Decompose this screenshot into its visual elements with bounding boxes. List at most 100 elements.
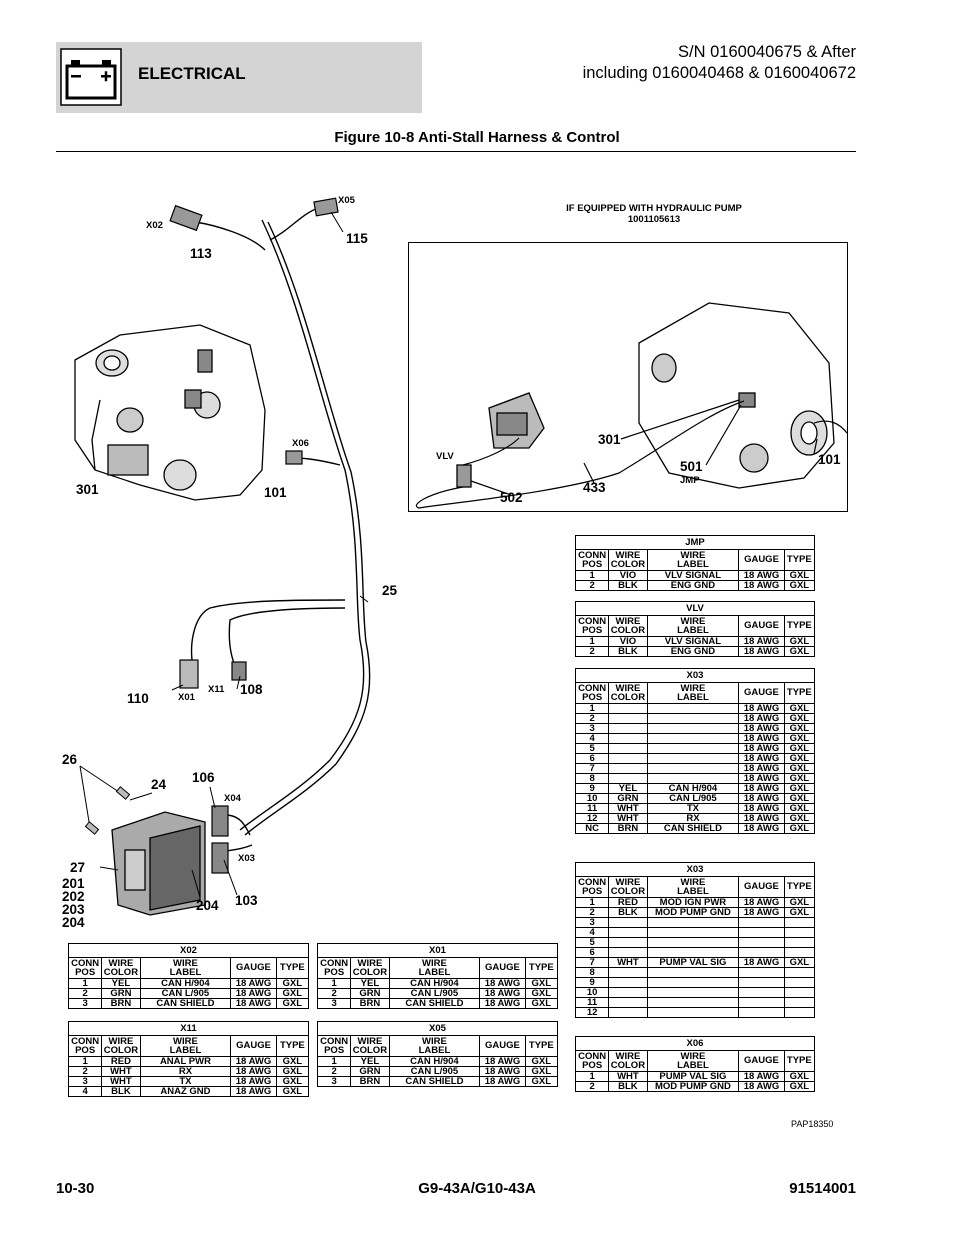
conn-pos-header-line: POS	[324, 1045, 345, 1056]
callout-103: 103	[235, 893, 258, 908]
wire-label-cell: ENG GND	[646, 646, 740, 657]
wire-label-cell	[646, 723, 740, 734]
gauge-cell: 18 AWG	[738, 703, 785, 714]
conn-pos-header-line: CONN	[578, 549, 607, 561]
type-cell: GXL	[275, 1086, 310, 1097]
wire-table-title: X11	[68, 1021, 309, 1036]
gauge-cell: 18 AWG	[230, 988, 277, 999]
wire-table-title: X01	[317, 943, 558, 958]
wire-label-cell	[646, 987, 740, 998]
gauge-cell: 18 AWG	[230, 1066, 277, 1077]
gauge-header: GAUGE	[230, 1035, 277, 1057]
type-cell	[783, 917, 816, 928]
conn-pos-cell: 1	[316, 1056, 352, 1067]
type-cell: GXL	[783, 753, 816, 764]
wire-label-cell: PUMP VAL SIG	[646, 957, 740, 968]
type-cell: GXL	[783, 803, 816, 814]
callout-24: 24	[151, 777, 167, 792]
type-cell	[783, 987, 816, 998]
wire-label-header-line: WIRE	[680, 682, 706, 694]
conn-pos-header-line: POS	[75, 1045, 96, 1056]
callout-202: 202	[62, 889, 85, 904]
gauge-header: GAUGE	[738, 1050, 785, 1072]
wire-color-cell: GRN	[350, 988, 390, 999]
page-number: 10-30	[56, 1180, 95, 1197]
callout-106: 106	[192, 770, 215, 785]
wire-label-header-line: WIRE	[422, 957, 447, 969]
type-cell: GXL	[275, 1076, 310, 1087]
wire-label-header-line: LABEL	[677, 1060, 709, 1071]
type-header-line: TYPE	[528, 962, 554, 974]
wire-color-header-line: COLOR	[610, 625, 646, 636]
gauge-cell: 18 AWG	[738, 570, 785, 581]
type-header-line: TYPE	[786, 881, 812, 893]
wire-label-cell: ANAL PWR	[139, 1056, 232, 1067]
gauge-header-line: GAUGE	[744, 881, 779, 893]
type-cell: GXL	[524, 1076, 559, 1087]
conn-pos-cell: 3	[67, 998, 103, 1009]
conn-pos-header-line: POS	[75, 967, 96, 978]
wire-color-cell: BRN	[350, 998, 390, 1009]
figure-title: Figure 10-8 Anti-Stall Harness & Control	[334, 129, 620, 146]
table-row: 6	[574, 947, 816, 958]
callout-204-left: 204	[62, 915, 85, 930]
wire-label-header-line: WIRE	[680, 876, 706, 888]
conn-pos-cell: 5	[574, 743, 610, 754]
conn-pos-header-line: CONN	[578, 876, 607, 888]
conn-pos-cell: 2	[574, 1081, 610, 1092]
wire-color-cell	[608, 977, 648, 988]
connector-label-x01: X01	[178, 692, 195, 703]
table-row: 3	[574, 917, 816, 928]
wire-label-cell	[646, 977, 740, 988]
wire-label-header-line: WIRE	[680, 549, 706, 561]
conn-pos-cell: 1	[574, 897, 610, 908]
wire-label-cell	[646, 743, 740, 754]
wire-color-cell	[608, 753, 648, 764]
wire-color-cell: GRN	[101, 988, 141, 999]
wire-color-cell: RED	[101, 1056, 141, 1067]
wire-label-cell: CAN L/905	[388, 1066, 481, 1077]
connector-label-x03: X03	[238, 853, 255, 864]
type-header-line: TYPE	[279, 962, 305, 974]
wire-color-cell: BLK	[608, 646, 648, 657]
wire-color-cell	[608, 723, 648, 734]
wire-color-cell	[608, 733, 648, 744]
callout-201: 201	[62, 876, 85, 891]
wire-label-cell: ANAZ GND	[139, 1086, 232, 1097]
conn-pos-cell: 3	[574, 917, 610, 928]
gauge-cell: 18 AWG	[738, 773, 785, 784]
wire-color-header-line: COLOR	[103, 967, 139, 978]
wire-color-cell: WHT	[608, 803, 648, 814]
wire-color-header-line: COLOR	[352, 967, 388, 978]
wire-label-cell	[646, 703, 740, 714]
conn-pos-header-line: CONN	[71, 1035, 100, 1047]
conn-pos-cell: 5	[574, 937, 610, 948]
gauge-header-line: GAUGE	[485, 962, 520, 974]
conn-pos-header-line: CONN	[320, 957, 349, 969]
gauge-cell: 18 AWG	[738, 753, 785, 764]
gauge-cell: 18 AWG	[479, 988, 526, 999]
wire-label-cell: CAN H/904	[388, 978, 481, 989]
type-cell: GXL	[783, 570, 816, 581]
wire-color-cell	[608, 987, 648, 998]
conn-pos-cell: 10	[574, 987, 610, 998]
conn-pos-cell: 8	[574, 967, 610, 978]
gauge-header: GAUGE	[738, 876, 785, 898]
